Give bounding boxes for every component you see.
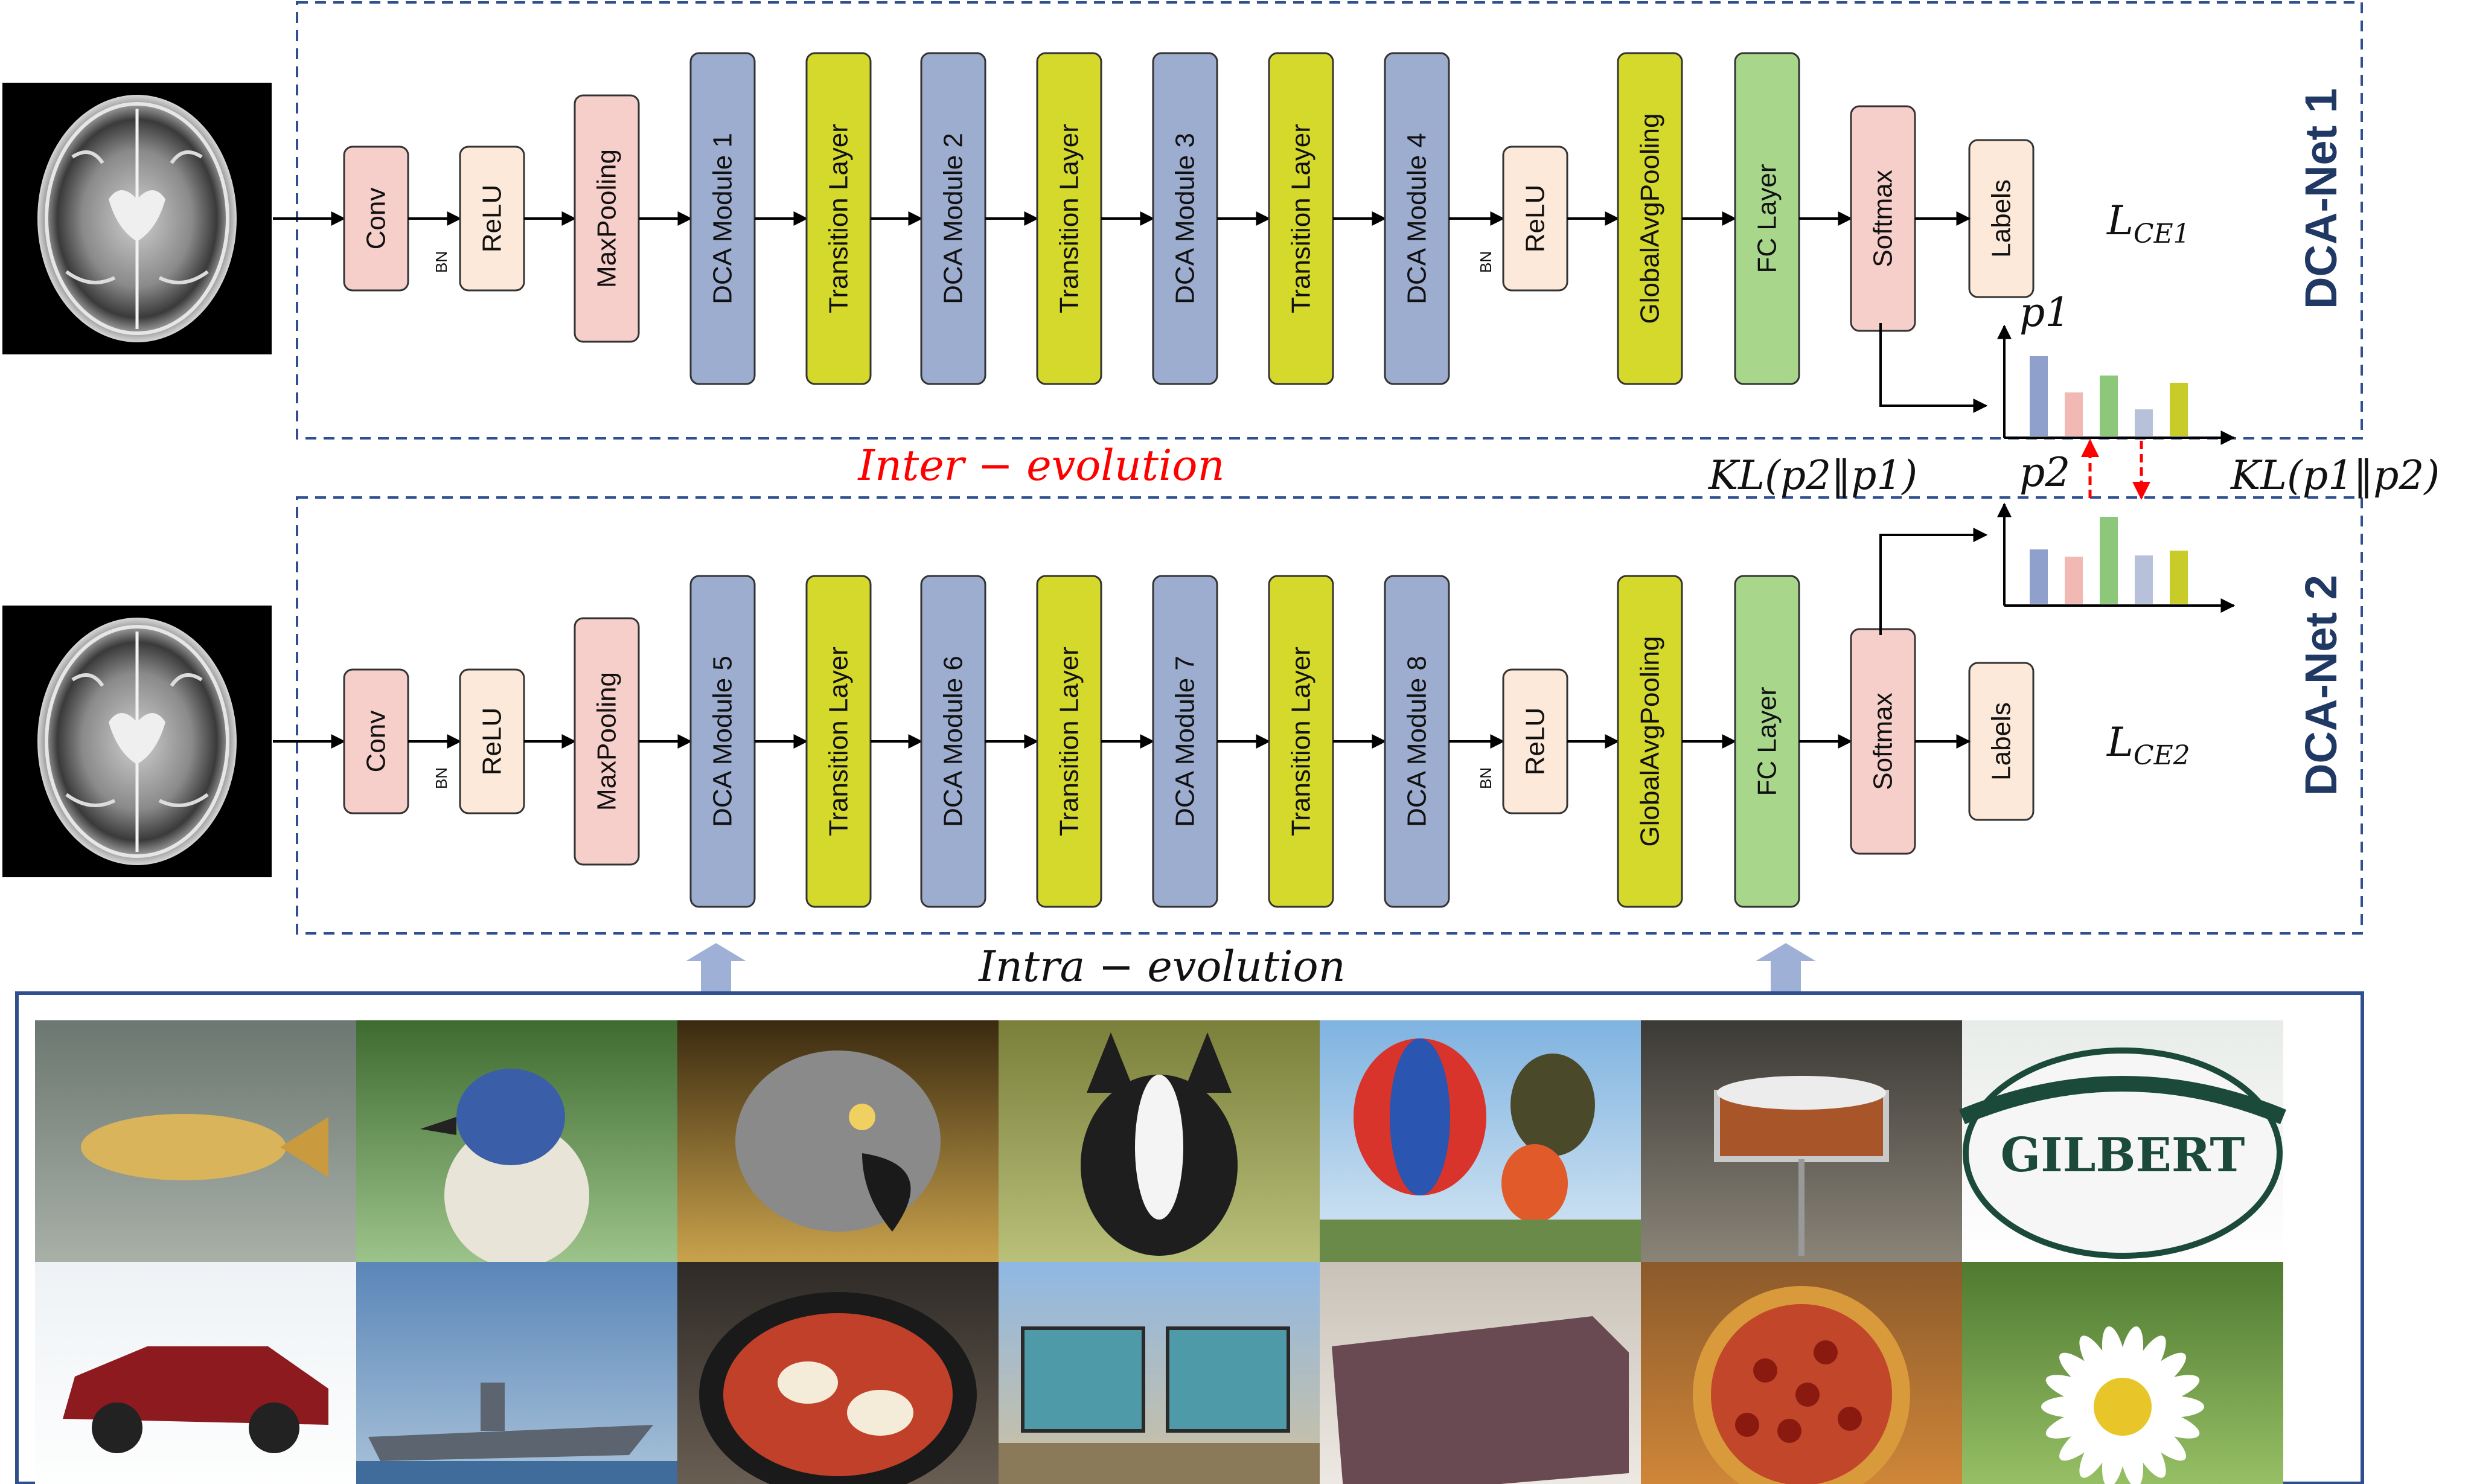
net1-block-label-1: Conv [362, 188, 391, 250]
net1-block-label-11: ReLU [1521, 185, 1550, 253]
net2-loss-label: LCE2 [2106, 719, 2190, 771]
gallery-image-blue-jay [356, 1020, 677, 1268]
net2-bar-3 [2100, 517, 2118, 604]
net1-softmax-to-p1-arrow [1879, 323, 1988, 413]
gilbert-logo-text: GILBERT [2001, 1128, 2245, 1183]
net1-block-label-9: Transition Layer [1287, 124, 1316, 313]
gallery-image-aircraft-carrier [356, 1262, 677, 1484]
net2-block-label-4: DCA Module 5 [708, 656, 738, 827]
net2-block-label-13: FC Layer [1753, 687, 1782, 796]
net2-block-label-11: ReLU [1521, 708, 1550, 776]
net2-block-label-1: Conv [362, 711, 391, 773]
net2-bar-4 [2135, 555, 2153, 604]
net1-block-label-15: Labels [1987, 179, 2016, 258]
net2-block-label-5: Transition Layer [824, 647, 854, 836]
net1-block-label-4: DCA Module 1 [708, 133, 738, 304]
net2-block-label-10: DCA Module 8 [1402, 656, 1432, 827]
net2-block-label-6: DCA Module 6 [939, 656, 968, 827]
gallery-image-daisy [1962, 1262, 2283, 1484]
net2-title: DCA-Net 2 [2296, 575, 2346, 796]
net1-title: DCA-Net 1 [2296, 88, 2346, 309]
gallery-image-snare-drum [1641, 1020, 1962, 1262]
net1-block-label-6: DCA Module 2 [939, 133, 968, 304]
net2-block-label-15: Labels [1987, 702, 2016, 781]
net2-softmax-to-p2-arrow [1879, 528, 1988, 635]
p1-label: p1 [2019, 289, 2070, 336]
gallery-image-fish [35, 1020, 356, 1262]
net2-block-label-8: DCA Module 7 [1171, 656, 1200, 827]
intra-evolution-label: Intra − evolution [977, 942, 1346, 991]
net1-bar-3 [2100, 376, 2118, 436]
net2-border [296, 496, 2363, 935]
gallery-image-pizza [1641, 1262, 1962, 1484]
gallery-image-shakshuka-pan [677, 1262, 999, 1484]
net2-block-label-2: ReLU [478, 708, 507, 776]
net2-block-label-3: MaxPooling [592, 672, 622, 811]
net2-bn-label-1: BN [432, 767, 450, 789]
net2-block-label-7: Transition Layer [1055, 647, 1084, 836]
mri-image-2 [2, 606, 272, 877]
up-arrow-to-dca-module [686, 943, 746, 991]
gallery-image-rugby-ball: GILBERT [1959, 1020, 2286, 1262]
net2-block-label-9: Transition Layer [1287, 647, 1316, 836]
net1-block-label-2: ReLU [478, 185, 507, 253]
net2-bar-5 [2170, 551, 2188, 604]
net1-bn-label-2: BN [1477, 251, 1495, 273]
kl-right-label: KL(p1‖p2) [2230, 452, 2440, 499]
net1-bar-4 [2135, 409, 2153, 436]
net1-block-label-8: DCA Module 3 [1171, 133, 1200, 304]
net1-block-label-3: MaxPooling [592, 149, 622, 288]
net1-block-label-7: Transition Layer [1055, 124, 1084, 313]
net2-block-label-14: Softmax [1868, 692, 1898, 790]
gallery-image-hot-air-balloons [1320, 1020, 1641, 1262]
net1-block-label-10: DCA Module 4 [1402, 133, 1432, 304]
net1-loss-label: LCE1 [2106, 197, 2190, 249]
net1-block-label-5: Transition Layer [824, 124, 854, 313]
p2-distribution-chart [1997, 502, 2236, 613]
net1-border [296, 1, 2363, 440]
net1-block-label-14: Softmax [1868, 170, 1898, 267]
gallery-image-car [35, 1262, 356, 1484]
net1-bn-label-1: BN [432, 251, 450, 273]
image-gallery: GILBERT [35, 1020, 2286, 1484]
net1-block-label-12: GlobalAvgPooling [1635, 114, 1665, 324]
net2-blocks: Conv ReLU MaxPooling DCA Module 5 Transition… [273, 575, 2035, 908]
inter-evolution-label: Inter − evolution [857, 441, 1224, 490]
up-arrow-to-fc-layer [1756, 943, 1816, 991]
net1-blocks: Conv ReLU MaxPooling DCA Module 1 Transition… [273, 52, 2035, 385]
net2-bar-2 [2065, 557, 2083, 604]
net2-bar-1 [2030, 549, 2048, 604]
gallery-image-trains [999, 1262, 1320, 1484]
p2-label: p2 [2019, 449, 2070, 496]
gallery-image-parrot [677, 1020, 999, 1262]
net2-block-label-12: GlobalAvgPooling [1635, 636, 1665, 847]
net2-bn-label-2: BN [1477, 767, 1495, 789]
p1-distribution-chart [1997, 324, 2236, 445]
net1-bar-2 [2065, 392, 2083, 436]
net1-block-label-13: FC Layer [1753, 164, 1782, 273]
net1-bar-1 [2030, 356, 2048, 436]
net1-bar-5 [2170, 383, 2188, 436]
mri-image-1 [2, 83, 272, 354]
kl-left-label: KL(p2‖p1) [1708, 452, 1917, 499]
gallery-image-dog [999, 1020, 1320, 1262]
gallery-image-wooden-chest [1320, 1262, 1641, 1484]
